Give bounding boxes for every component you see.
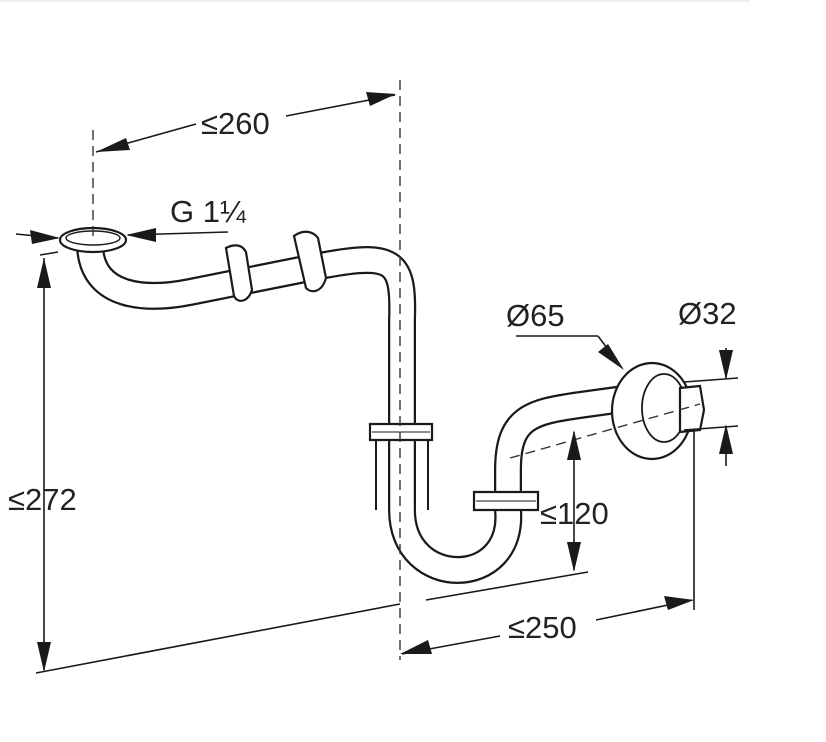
- dimension-flange-diameter: Ø65: [506, 298, 624, 370]
- dimension-height-total: ≤272: [8, 251, 401, 674]
- flange-diameter-label: Ø65: [506, 298, 565, 333]
- siphon-pipe-assembly: [58, 226, 706, 584]
- dimension-width-outlet: ≤250: [400, 430, 695, 655]
- pipe-diameter-label: Ø32: [678, 296, 737, 331]
- vertical-pipe-nut: [368, 422, 434, 442]
- dimension-pipe-diameter: Ø32: [678, 296, 739, 466]
- height-total-label: ≤272: [8, 482, 77, 517]
- centerlines: [92, 80, 701, 660]
- vertical-pipe-segment: [375, 440, 429, 510]
- dimension-width-top: ≤260: [95, 92, 396, 153]
- trap-body-fill: [78, 244, 662, 582]
- dimension-trap-height: ≤120: [425, 430, 609, 601]
- outlet-trap-nut: [472, 490, 540, 512]
- wall-flange: [610, 361, 706, 461]
- trap-height-label: ≤120: [540, 496, 609, 531]
- inlet-arm-coupling-left: [224, 244, 254, 302]
- inlet-arm-coupling-right: [292, 230, 328, 293]
- thread-label: G 1¼: [170, 194, 247, 229]
- width-outlet-label: ≤250: [508, 610, 577, 645]
- width-top-label: ≤260: [201, 106, 270, 141]
- dimension-thread: G 1¼: [15, 194, 247, 244]
- outlet-centerline: [509, 403, 701, 459]
